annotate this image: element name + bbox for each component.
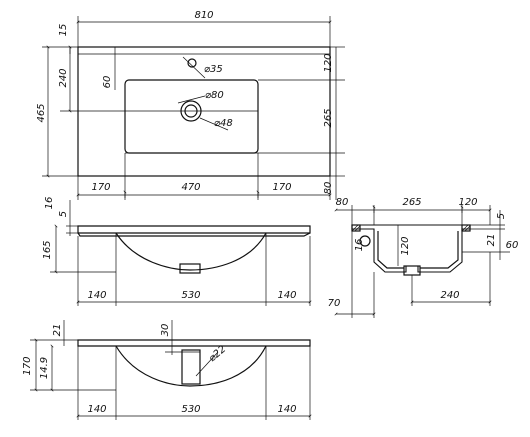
dim-bowl-height: 14.9 (39, 357, 50, 379)
dim-section-lip: 60 (506, 240, 519, 251)
dim-section-right: 120 (458, 197, 477, 208)
dim-depth: 465 (36, 103, 47, 122)
dim-left: 140 (87, 290, 106, 301)
leader-bowl (177, 95, 206, 104)
dim-section-rim: 5 (496, 213, 507, 219)
dim-left-margin: 170 (91, 182, 110, 193)
dim-hole-from-top: 60 (102, 76, 113, 89)
dim-bowl-depth: 120 (400, 236, 411, 255)
dim-right: 140 (277, 290, 296, 301)
dim-width: 810 (194, 10, 213, 21)
dim-section-drain: 240 (440, 290, 459, 301)
section-inner-right (420, 231, 459, 269)
section-inner-left (377, 231, 404, 269)
dim-right-margin: 170 (272, 182, 291, 193)
dim-bottom-left: 140 (87, 404, 106, 415)
drain-bottom (181, 349, 201, 385)
hatch (464, 225, 471, 232)
label-drain-hole: ⌀48 (214, 118, 233, 129)
countertop-bottom (77, 339, 311, 347)
dim-section-edge: 21 (486, 234, 497, 247)
sink-outline-top (77, 46, 331, 177)
dim-bowl-width: 470 (181, 182, 200, 193)
bowl-profile-front (115, 232, 267, 271)
bottom-view: 30 ⌀22 170 14.9 21 140 530 140 (22, 320, 312, 420)
leader-tap (182, 56, 206, 79)
dim-top-thickness: 16 (44, 197, 55, 210)
dim-section-left: 80 (336, 197, 349, 208)
top-view: 810 465 240 15 60 ⌀35 ⌀80 ⌀48 120 265 80… (36, 10, 345, 200)
bowl-profile-bottom (115, 345, 267, 387)
dim-tap-offset: 240 (58, 68, 69, 87)
label-bottom-drain: ⌀22 (207, 344, 228, 364)
dim-rim: 15 (58, 24, 69, 37)
leader-drain-bottom (195, 351, 219, 377)
hatch (354, 225, 361, 232)
hatch (351, 224, 359, 232)
tap-hole (187, 58, 197, 68)
dim-bottom-right: 140 (277, 404, 296, 415)
hatch-box-right (461, 224, 471, 232)
dim-section-thickness: 16 (354, 239, 365, 252)
leader-drain (199, 117, 229, 131)
countertop-front (77, 225, 311, 234)
dim-rim: 5 (58, 211, 69, 217)
dim-bottom-rim: 21 (52, 324, 63, 337)
overflow-hole (359, 235, 371, 247)
front-view: 165 16 5 140 530 140 (42, 197, 312, 306)
dim-section-bottom: 70 (328, 298, 341, 309)
dim-bottom-depth: 30 (160, 324, 171, 337)
dim-overall-height: 170 (22, 356, 33, 375)
drain-front (179, 263, 201, 274)
dim-height: 165 (42, 240, 53, 259)
dim-bowl: 530 (181, 290, 200, 301)
countertop-edge (77, 232, 311, 237)
section-view: 80 265 120 16 120 5 21 60 240 70 (328, 197, 519, 318)
label-bowl-hole: ⌀80 (205, 90, 224, 101)
dim-right-mid: 265 (323, 108, 334, 127)
dim-right-top: 120 (323, 53, 334, 72)
hatch (461, 224, 469, 232)
label-tap-hole: ⌀35 (204, 64, 223, 75)
dim-right-bottom: 80 (323, 182, 334, 195)
dim-bottom-bowl: 530 (181, 404, 200, 415)
dim-section-middle: 265 (402, 197, 421, 208)
